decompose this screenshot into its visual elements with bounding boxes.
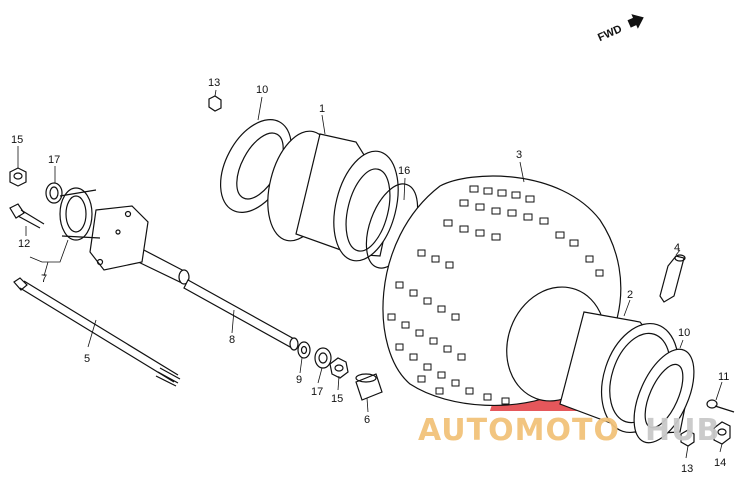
- callout-12: 12: [18, 238, 30, 250]
- tire-tread-pattern: [387, 185, 604, 405]
- part-rear-hub: [59, 187, 190, 285]
- callout-17-right: 17: [311, 386, 323, 398]
- callout-15-left: 15: [11, 134, 23, 146]
- part-collar: [355, 373, 383, 401]
- part-bearing-right: [314, 347, 332, 369]
- callout-10-upper: 10: [256, 84, 268, 96]
- part-bearing-left: [45, 182, 63, 204]
- part-spacer-tube: [183, 279, 299, 351]
- part-flange-plate-lower: [633, 348, 695, 444]
- part-valve-stem: [659, 254, 686, 303]
- callout-5: 5: [84, 353, 90, 365]
- callout-17-left: 17: [48, 154, 60, 166]
- part-wheel-rim-inner: [267, 130, 399, 262]
- part-nut-upper: [208, 95, 222, 112]
- callout-11: 11: [718, 371, 729, 383]
- part-washer: [297, 341, 311, 359]
- fwd-indicator: FWD: [596, 14, 644, 44]
- fwd-arrow-icon: [627, 14, 644, 29]
- callout-4: 4: [674, 242, 680, 254]
- part-nut-left: [9, 167, 27, 187]
- callout-7: 7: [41, 273, 47, 285]
- part-nut-cap: [713, 421, 731, 445]
- part-stud-bolt: [9, 203, 45, 229]
- part-axle-bolt: [13, 277, 181, 387]
- callout-15-right: 15: [331, 393, 343, 405]
- callout-2: 2: [627, 289, 633, 301]
- callout-8: 8: [229, 334, 235, 346]
- part-nut-lower: [680, 429, 695, 447]
- callout-1: 1: [319, 103, 325, 115]
- part-nut-right: [329, 357, 349, 379]
- callout-9: 9: [296, 374, 302, 386]
- part-screw: [706, 399, 735, 413]
- callout-6: 6: [364, 414, 370, 426]
- fwd-label: FWD: [596, 23, 624, 44]
- watermark-text-a: AUTOMOTO: [418, 413, 620, 448]
- callout-13-upper: 13: [208, 77, 220, 89]
- callout-3: 3: [516, 149, 522, 161]
- callout-10-lower: 10: [678, 327, 690, 339]
- callout-16: 16: [398, 165, 410, 177]
- callout-numbers: 15 17 12 7 5 8 9 17 15 6 13 10 1 16 3 4 …: [11, 77, 729, 475]
- callout-13-lower: 13: [681, 463, 693, 475]
- leader-lines: [17, 89, 723, 459]
- watermark-text: AUTOMOTO HUB: [418, 413, 720, 448]
- callout-14: 14: [714, 457, 726, 469]
- watermark-text-b: HUB: [645, 413, 720, 448]
